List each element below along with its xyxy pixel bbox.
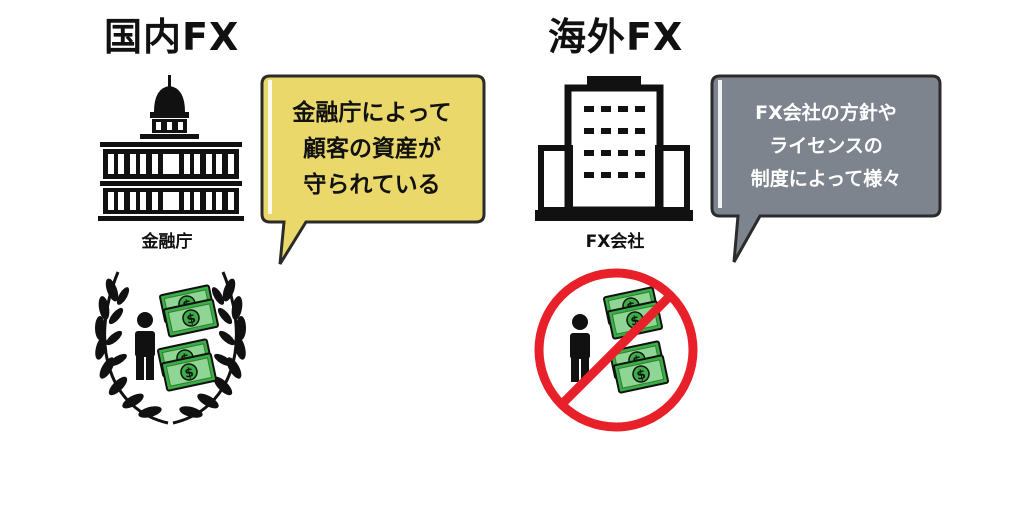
bubble-right-line: ライセンスの <box>769 134 883 157</box>
speech-bubble-left <box>260 74 486 265</box>
prohibited-icon <box>534 268 698 432</box>
bubble-left-line: 顧客の資産が <box>303 136 441 162</box>
money-icon-left <box>156 284 220 392</box>
bubble-left-line: 金融庁によって <box>292 100 452 126</box>
bubble-left-line: 守られている <box>303 172 441 198</box>
government-building-icon <box>98 75 244 221</box>
fx-company-caption: FX会社 <box>585 232 645 252</box>
speech-bubble-right <box>710 74 942 263</box>
bubble-right-line: 制度によって様々 <box>750 167 902 190</box>
laurel-wreath-icon <box>95 270 250 425</box>
fsa-caption: 金融庁 <box>141 232 193 252</box>
person-icon-left <box>135 312 155 380</box>
office-building-icon <box>535 76 693 221</box>
speech-bubble-right-text: FX会社の方針や ライセンスの 制度によって様々 <box>717 86 935 206</box>
overseas-fx-title: 海外FX <box>548 15 684 59</box>
speech-bubble-left-text: 金融庁によって 顧客の資産が 守られている <box>266 86 478 212</box>
person-icon-right <box>570 314 590 382</box>
bubble-right-line: FX会社の方針や <box>755 101 897 124</box>
domestic-fx-title: 国内FX <box>104 15 240 59</box>
